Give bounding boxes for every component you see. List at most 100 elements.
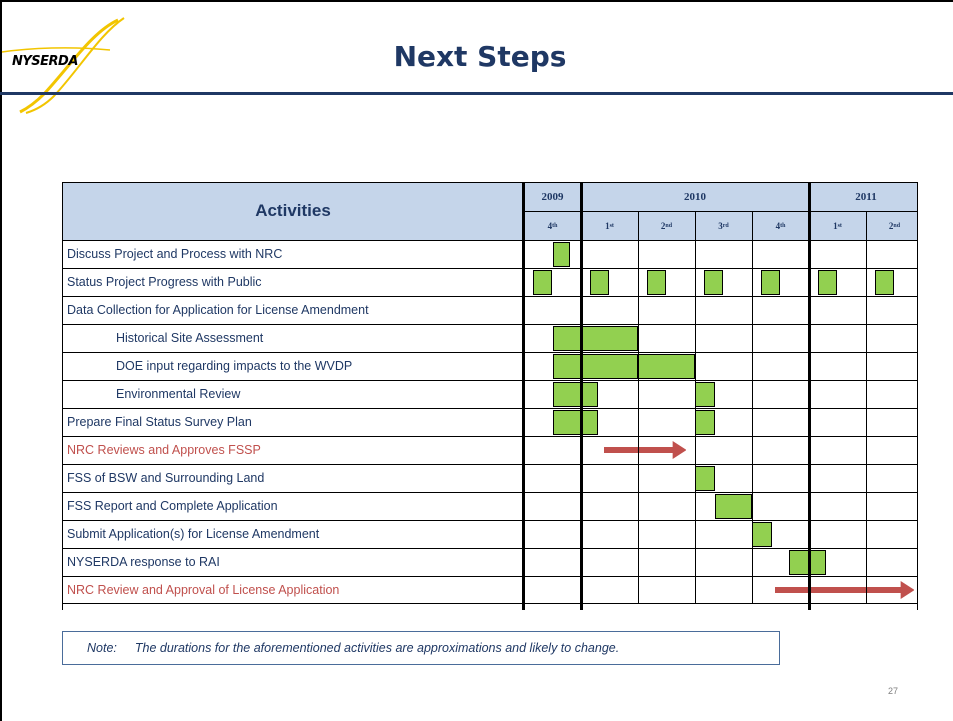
activity-label: Discuss Project and Process with NRC [67,247,283,261]
quarter-number: 4 [547,220,553,231]
gantt-bar [581,382,599,407]
grid-row-line [62,408,918,409]
gantt-bar [874,270,895,295]
grid-row-line [62,268,918,269]
gantt-bar [552,382,581,407]
gantt-bar [589,270,610,295]
page-title: Next Steps [393,40,567,73]
grid-activities-divider [522,182,525,610]
grid-row-line [62,352,918,353]
duration-arrow [603,441,687,459]
grid-left-edge [62,182,63,610]
grid-row-line [62,296,918,297]
grid-quarter-line [752,211,753,604]
grid-row-line [62,240,918,241]
quarter-number: 2 [660,220,666,231]
grid-year-divider [580,182,583,610]
activity-label: NYSERDA response to RAI [67,555,220,569]
gantt-bar [638,354,695,379]
activity-label: Historical Site Assessment [116,331,264,345]
gantt-bar [581,410,599,435]
page-number: 27 [888,686,899,696]
gantt-bar [752,522,772,547]
grid-row-line [62,380,918,381]
grid-row-line [62,182,918,183]
activity-label: Submit Application(s) for License Amendm… [67,527,320,541]
quarter-number: 3 [718,220,723,231]
grid-row-line [62,464,918,465]
grid-quarter-line [866,211,867,604]
quarter-suffix: st [609,222,614,229]
grid-row-line [62,436,918,437]
arrow-shape [774,581,915,599]
gantt-bar [532,270,553,295]
quarter-number: 1 [605,220,610,231]
gantt-bar [646,270,667,295]
activity-label: Environmental Review [116,387,241,401]
grid-right-edge [917,182,918,610]
grid-row-line [62,492,918,493]
note-label: Note: [87,641,117,655]
grid-row-line [62,520,918,521]
year-header: 2011 [855,190,877,203]
grid-row-line [62,576,918,577]
note-box: Note: The durations for the aforemention… [62,631,780,665]
slide-left-border [0,0,2,721]
quarter-number: 2 [888,220,894,231]
quarter-number: 4 [775,220,781,231]
logo-text: NYSERDA [12,54,78,69]
quarter-suffix: th [780,222,786,229]
gantt-bar [552,354,581,379]
gantt-bar [695,382,715,407]
grid-row-line [62,548,918,549]
duration-arrow [774,581,915,599]
quarter-number: 1 [833,220,838,231]
quarter-suffix: rd [722,222,729,229]
activities-header: Activities [255,201,331,220]
quarter-suffix: th [552,222,558,229]
grid-row-line [62,324,918,325]
quarter-suffix: nd [665,222,673,229]
grid-year-divider [808,182,811,610]
activity-label: Status Project Progress with Public [67,275,262,289]
gantt-bar [809,550,827,575]
grid-row-line [62,603,918,604]
grid-quarter-line [695,211,696,604]
title-underline [0,92,953,95]
gantt-bar [552,242,570,267]
note-text: The durations for the aforementioned act… [134,641,620,655]
gantt-bar [789,550,809,575]
gantt-bar [760,270,781,295]
activity-label: FSS Report and Complete Application [67,499,278,513]
gantt-bar [703,270,724,295]
grid-quarter-divider [524,211,918,212]
quarter-suffix: st [837,222,842,229]
year-header: 2009 [541,190,564,203]
grid-quarter-line [638,211,639,604]
activity-label: FSS of BSW and Surrounding Land [67,471,265,485]
gantt-bar [695,466,715,491]
arrow-shape [603,441,687,459]
quarter-suffix: nd [893,222,901,229]
gantt-bar [817,270,838,295]
slide-top-border [0,0,953,2]
gantt-bar [581,354,638,379]
activity-label: DOE input regarding impacts to the WVDP [116,359,353,373]
gantt-bar [552,410,581,435]
nyserda-logo: NYSERDA [0,14,130,114]
activity-label: NRC Review and Approval of License Appli… [67,583,340,597]
year-header: 2010 [684,190,706,203]
activity-label: Prepare Final Status Survey Plan [67,415,252,429]
gantt-bar [552,326,581,351]
gantt-bar [695,410,715,435]
gantt-bar [714,494,752,519]
